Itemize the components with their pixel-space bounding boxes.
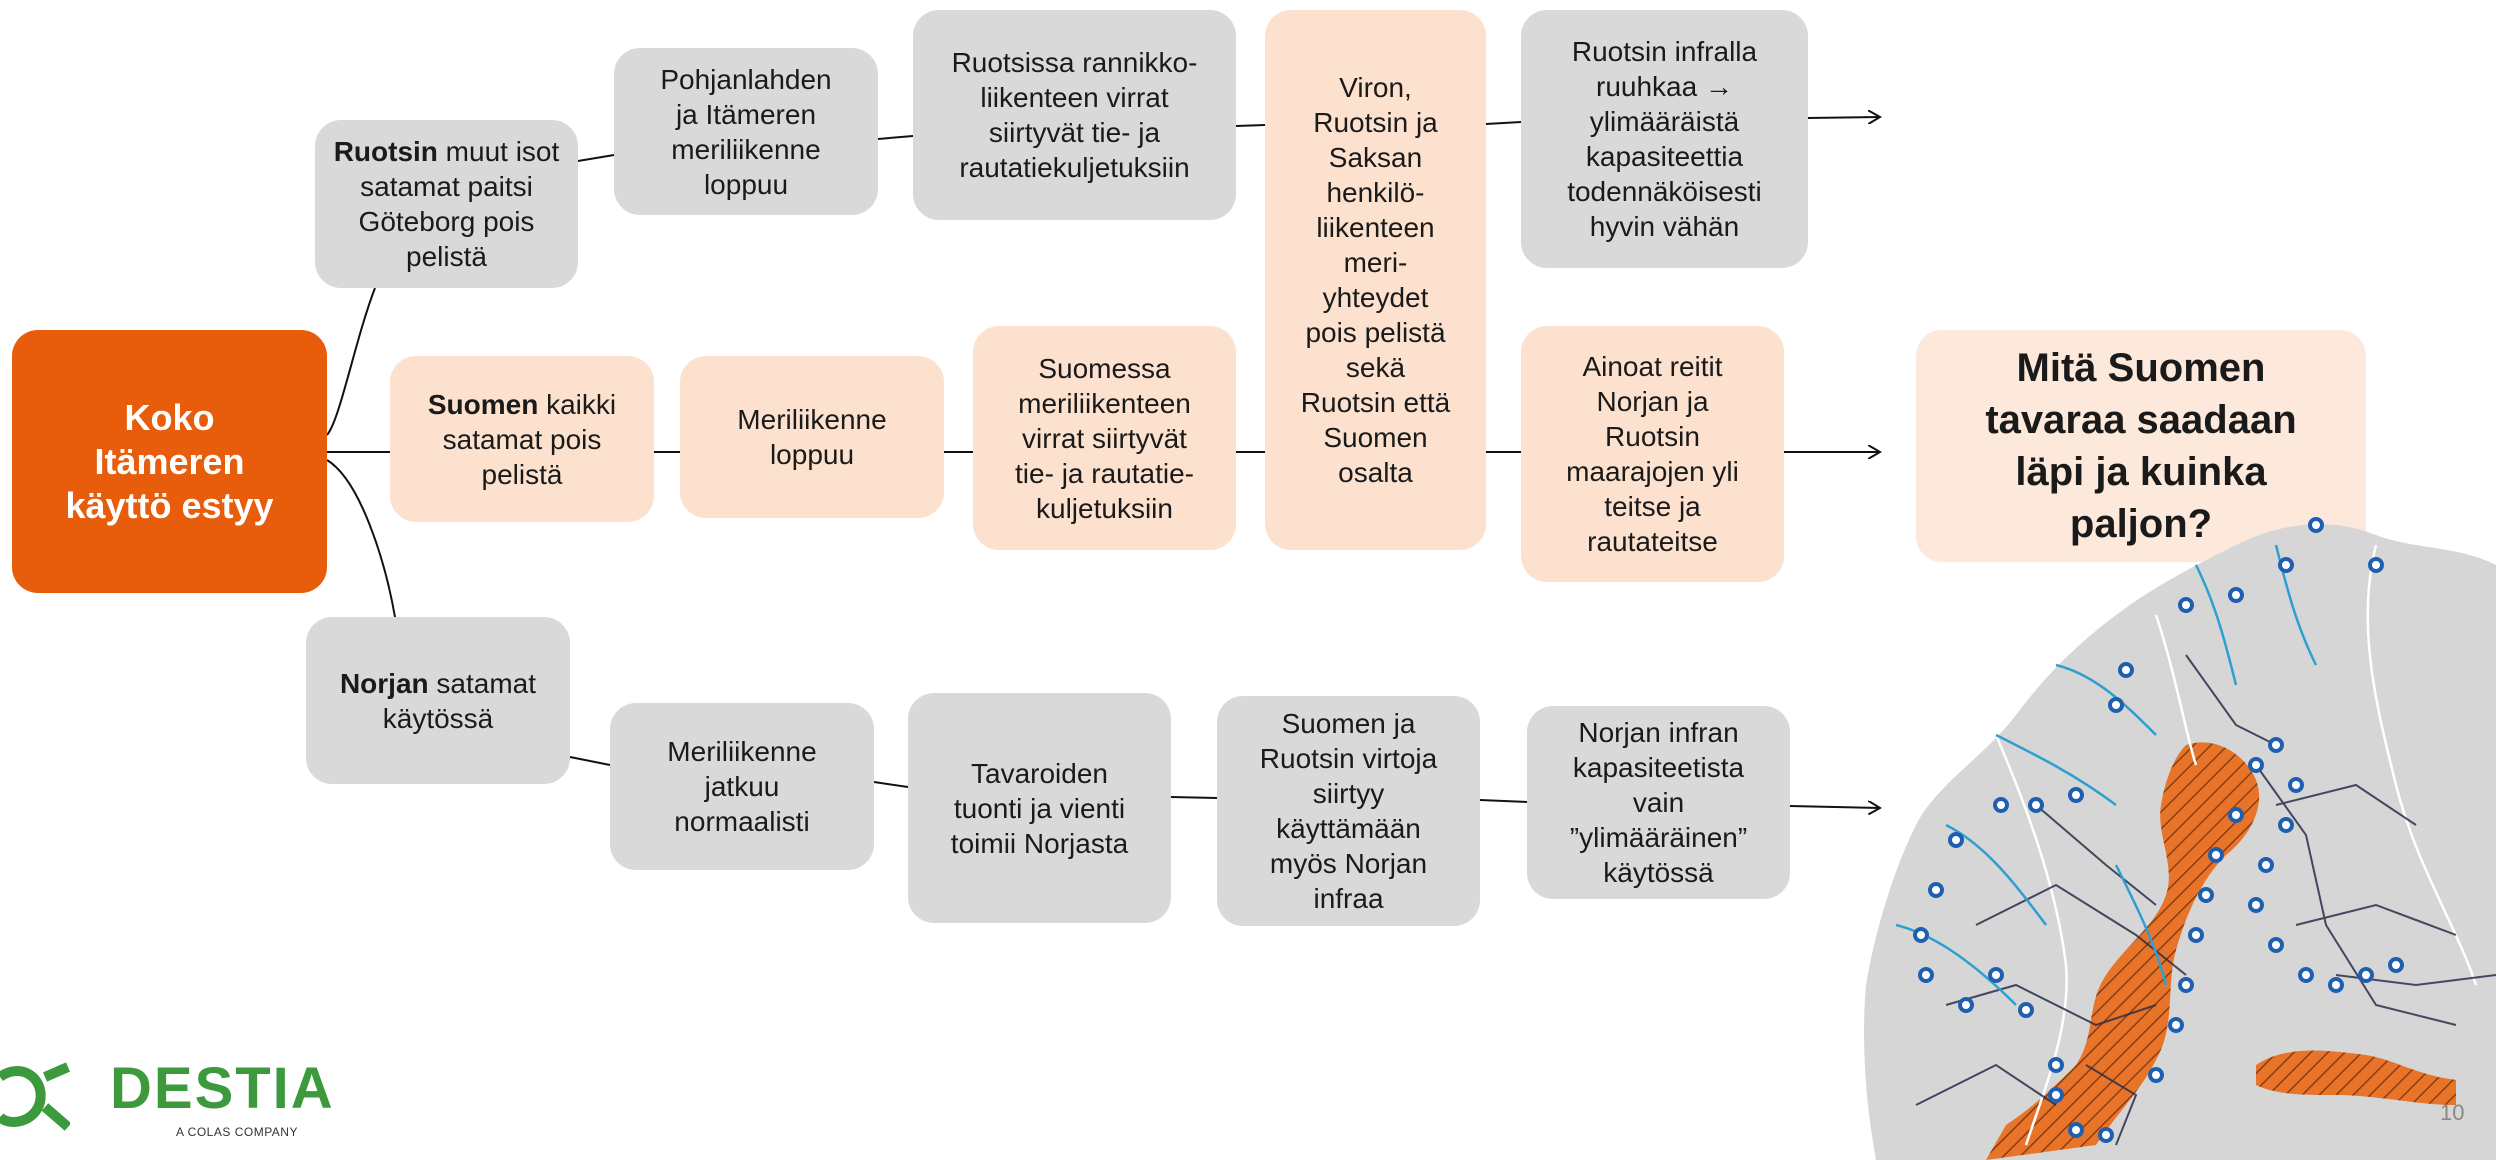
norway-start-box: Norjan satamat käytössä — [306, 617, 570, 784]
norway-step-1: Meriliikenne jatkuu normaalisti — [610, 703, 874, 870]
norway-step-3: Suomen ja Ruotsin virtoja siirtyy käyttä… — [1217, 696, 1480, 926]
finland-end-label: Ainoat reitit Norjan ja Ruotsin maarajoj… — [1566, 351, 1739, 557]
destia-logo-text: DESTIA — [110, 1056, 335, 1121]
connector-root-sweden — [326, 287, 376, 436]
finland-step-1-label: Meriliikenne loppuu — [737, 404, 887, 470]
finland-start-bold: Suomen — [427, 388, 539, 420]
middle-column-box: Viron, Ruotsin ja Saksan henkilö- liiken… — [1265, 10, 1486, 550]
norway-end-box: Norjan infran kapasiteetista vain ”ylimä… — [1527, 706, 1790, 899]
question-label: Mitä Suomen tavaraa saadaan läpi ja kuin… — [1985, 346, 2297, 546]
question-box: Mitä Suomen tavaraa saadaan läpi ja kuin… — [1916, 330, 2366, 562]
norway-step-2: Tavaroiden tuonti ja vienti toimii Norja… — [908, 693, 1171, 923]
sweden-step-1: Pohjanlahden ja Itämeren meriliikenne lo… — [614, 48, 878, 215]
root-box: Koko Itämeren käyttö estyy — [12, 330, 327, 593]
finland-step-2: Suomessa meriliikenteen virrat siirtyvät… — [973, 326, 1236, 550]
sweden-start-label: Ruotsin muut isot satamat paitsi Götebor… — [327, 134, 566, 274]
port-markers — [1913, 517, 2404, 1143]
sweden-end-box: Ruotsin infralla ruuhkaa → ylimääräistä … — [1521, 10, 1808, 268]
norway-start-bold: Norjan — [339, 667, 429, 699]
finland-start-box: Suomen kaikki satamat pois pelistä — [390, 356, 654, 522]
destia-logo: DESTIA A COLAS COMPANY — [0, 1055, 380, 1155]
norway-end-label: Norjan infran kapasiteetista vain ”ylimä… — [1569, 717, 1748, 888]
middle-column-label: Viron, Ruotsin ja Saksan henkilö- liiken… — [1300, 72, 1451, 488]
norway-start-label: Norjan satamat käytössä — [318, 666, 558, 736]
norway-step-3-label: Suomen ja Ruotsin virtoja siirtyy käyttä… — [1259, 708, 1438, 914]
nordic-rail-port-map — [1864, 517, 2496, 1160]
norway-step-2-label: Tavaroiden tuonti ja vienti toimii Norja… — [950, 757, 1129, 859]
sweden-step-1-label: Pohjanlahden ja Itämeren meriliikenne lo… — [660, 63, 832, 200]
sweden-start-rest: muut isot satamat paitsi Göteborg pois p… — [358, 136, 560, 272]
page-number: 10 — [2440, 1100, 2465, 1125]
finland-step-1: Meriliikenne loppuu — [680, 356, 944, 518]
sweden-step-2-label: Ruotsissa rannikko- liikenteen virrat si… — [951, 47, 1198, 183]
sweden-start-bold: Ruotsin — [333, 136, 438, 167]
destia-logo-tagline: A COLAS COMPANY — [176, 1125, 298, 1139]
finland-start-label: Suomen kaikki satamat pois pelistä — [402, 387, 642, 492]
norway-start-rest: satamat käytössä — [382, 667, 537, 734]
sweden-end-label: Ruotsin infralla ruuhkaa → ylimääräistä … — [1567, 36, 1762, 242]
finland-step-2-label: Suomessa meriliikenteen virrat siirtyvät… — [1015, 352, 1194, 524]
sweden-start-box: Ruotsin muut isot satamat paitsi Götebor… — [315, 120, 578, 288]
destia-logo-icon — [0, 1062, 70, 1131]
connector-root-norway — [326, 459, 396, 618]
root-label: Koko Itämeren käyttö estyy — [65, 396, 274, 526]
arrow-sweden — [1807, 117, 1880, 118]
baltic-sea-area — [1986, 742, 2260, 1160]
sweden-step-2: Ruotsissa rannikko- liikenteen virrat si… — [913, 10, 1236, 220]
norway-step-1-label: Meriliikenne jatkuu normaalisti — [667, 736, 817, 837]
finland-start-rest: kaikki satamat pois pelistä — [442, 388, 617, 490]
finland-end-box: Ainoat reitit Norjan ja Ruotsin maarajoj… — [1521, 326, 1784, 582]
arrow-norway — [1789, 806, 1880, 808]
